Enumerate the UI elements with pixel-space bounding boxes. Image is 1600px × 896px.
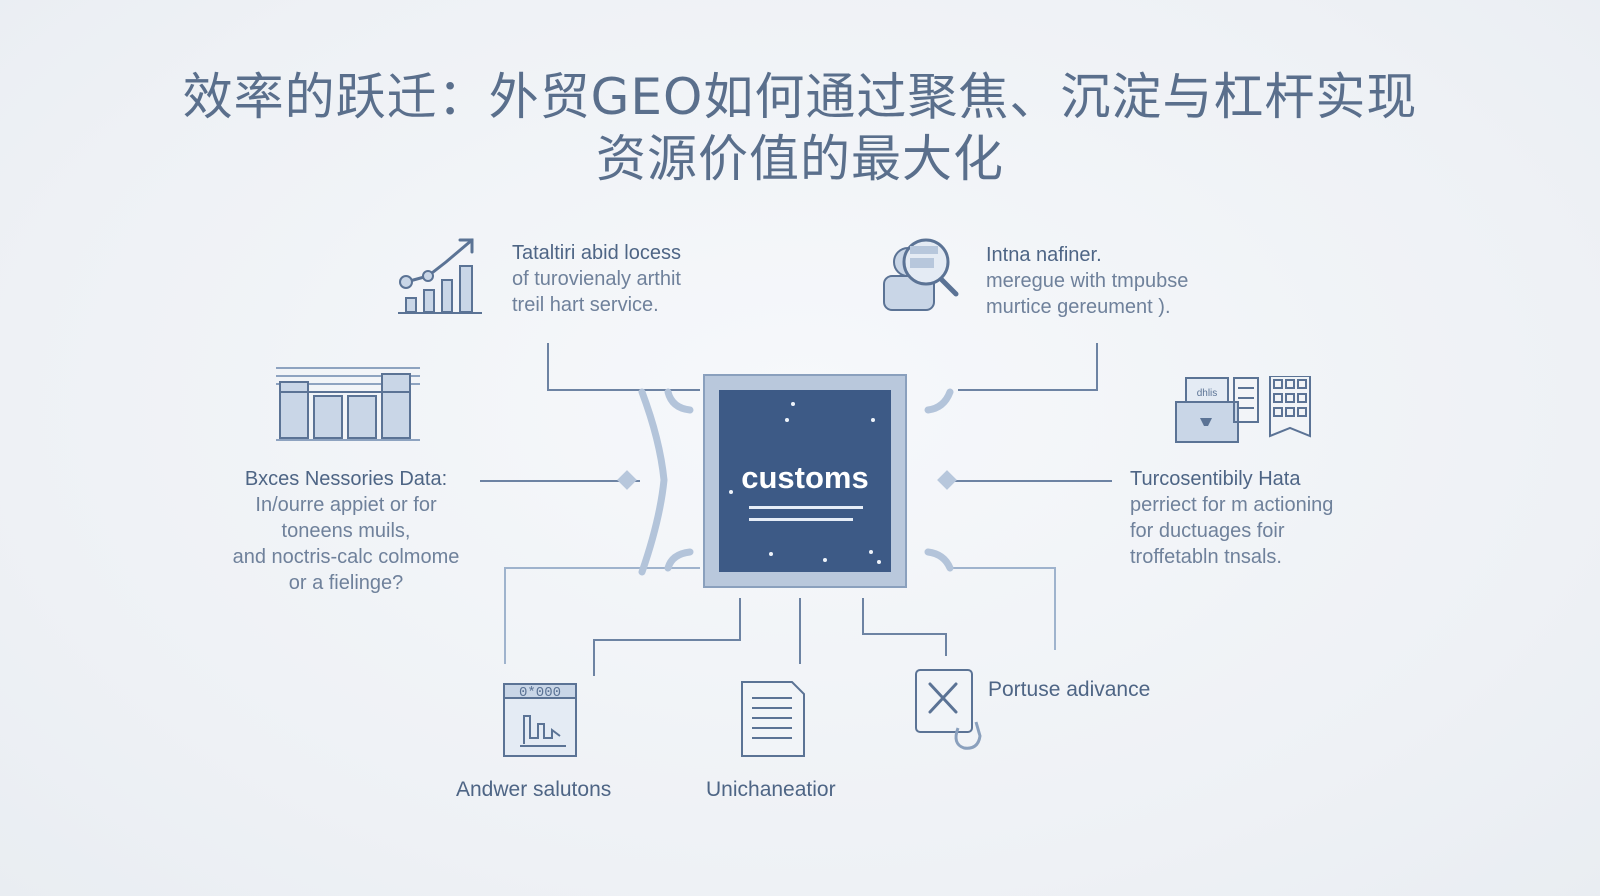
hook-top-right (924, 388, 954, 414)
diamond-left (617, 470, 637, 490)
block-mid-right-heading: Turcosentibily Hata (1130, 468, 1301, 490)
block-top-right-line: meregue with tmpubse (986, 270, 1189, 292)
block-mid-left-line: and noctris-calc colmome (232, 546, 460, 568)
hub-star (869, 550, 873, 554)
hub-underline (749, 506, 863, 509)
hub-label: customs (741, 460, 869, 495)
diamond-right (937, 470, 957, 490)
connector-mid-right-drop (950, 567, 1056, 650)
hub-panel: customs (719, 390, 891, 572)
diagram-title: 效率的跃迁：外贸GEO如何通过聚焦、沉淀与杠杆实现 资源价值的最大化 (0, 66, 1600, 190)
label-bottom-document: Unichaneatior (706, 778, 836, 801)
block-top-right: Intna nafiner. meregue with tmpubse murt… (986, 242, 1188, 320)
hub-star (877, 560, 881, 564)
block-mid-right-line: for ductuages foir (1130, 520, 1285, 542)
block-top-left-heading: Tataltiri abid locess (512, 242, 681, 264)
connector-bottom-calendar (593, 598, 741, 676)
hook-top-left (664, 388, 694, 414)
hook-bottom-right (924, 548, 954, 572)
bar-chart-icon (276, 367, 420, 441)
growth-chart-icon (398, 238, 482, 314)
calendar-digits: 0*000 (519, 685, 561, 701)
block-mid-left: Bxces Nessories Data: In/ourre appiet or… (216, 466, 476, 596)
hub-star (769, 552, 773, 556)
connector-top-left (547, 343, 700, 391)
bracket-left (638, 388, 668, 576)
block-top-left: Tataltiri abid locess of turovienaly art… (512, 240, 681, 318)
block-mid-right-line: troffetabln tnsals. (1130, 546, 1282, 568)
hub-star (823, 558, 827, 562)
block-mid-right-line: perriect for m actioning (1130, 494, 1334, 516)
connector-top-right (958, 343, 1098, 391)
block-top-right-heading: Intna nafiner. (986, 244, 1102, 266)
block-mid-left-line: toneens muils, (281, 520, 411, 542)
title-line-2: 资源价值的最大化 (596, 130, 1004, 188)
block-mid-left-line: or a fielinge? (288, 572, 404, 594)
hub-star (871, 418, 875, 422)
title-line-1: 效率的跃迁：外贸GEO如何通过聚焦、沉淀与杠杆实现 (182, 68, 1418, 126)
block-mid-right: Turcosentibily Hata perriect for m actio… (1130, 466, 1333, 570)
hook-bottom-left (664, 548, 694, 572)
connector-mid-left-drop (504, 567, 700, 664)
person-search-icon (883, 238, 959, 311)
hub-star (791, 402, 795, 406)
hub-star (729, 490, 733, 494)
label-bottom-tool: Portuse adivance (988, 678, 1151, 701)
central-hub: customs (703, 374, 907, 588)
label-bottom-calendar: Andwer salutons (456, 778, 612, 801)
document-icon (741, 681, 805, 757)
block-top-right-line: murtice gereument ). (986, 296, 1171, 318)
block-top-left-line: of turovienaly arthit (512, 268, 681, 290)
connector-bottom-tool (862, 598, 947, 656)
data-grid-icon: dhlis (1175, 376, 1311, 443)
hub-star (785, 418, 789, 422)
calendar-chart-icon: 0*000 (503, 683, 577, 757)
hub-underline (749, 518, 853, 521)
block-top-left-line: treil hart service. (512, 294, 659, 316)
block-mid-left-heading: Bxces Nessories Data: (244, 468, 448, 490)
block-mid-left-line: In/ourre appiet or for (255, 494, 437, 516)
edit-tool-icon (915, 669, 982, 750)
grid-icon-text: dhlis (1197, 388, 1218, 399)
